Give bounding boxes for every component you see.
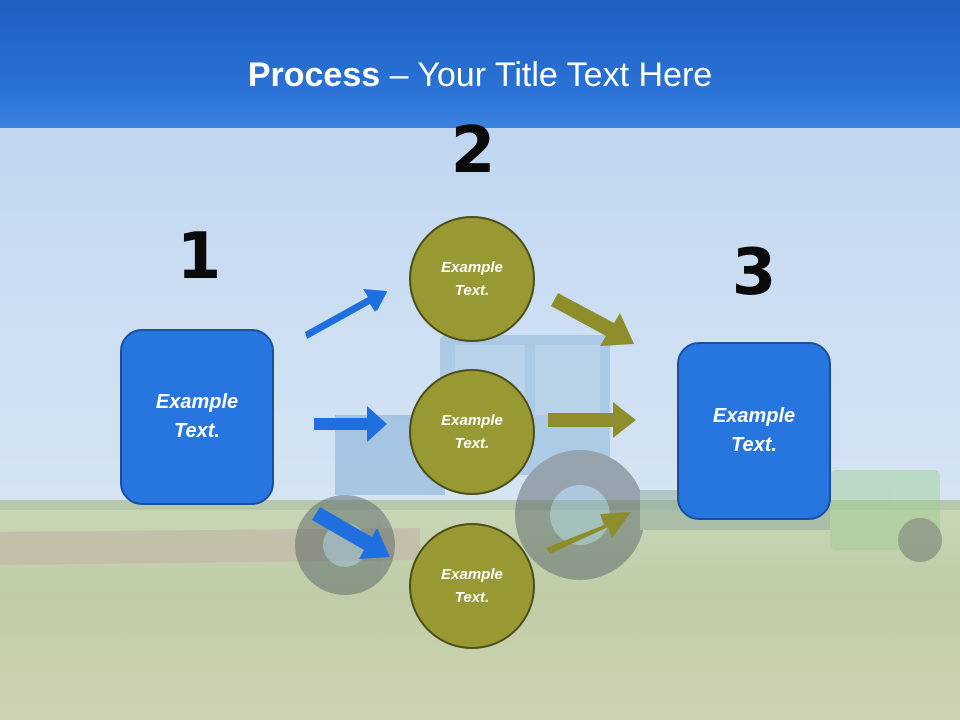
arrow-right: [314, 406, 387, 442]
step-3-text: Example Text.: [712, 405, 796, 456]
step-2-circle-bottom: Example Text.: [409, 523, 535, 649]
step-2-circle-middle: Example Text.: [409, 369, 535, 495]
step-3-box: Example Text.: [677, 342, 831, 520]
blue-arrows: [305, 289, 390, 559]
arrow-olive-right: [548, 402, 636, 438]
step-number-3: 3: [731, 236, 777, 310]
circle-top-text: Example Text.: [441, 259, 503, 299]
circle-bottom-text: Example Text.: [441, 566, 503, 606]
step-2-circle-top: Example Text.: [409, 216, 535, 342]
arrow-olive-up-right: [546, 512, 631, 554]
step-number-1: 1: [176, 220, 222, 294]
olive-arrows: [546, 293, 636, 554]
title-bold: Process: [247, 56, 381, 94]
arrow-down-right: [312, 507, 390, 559]
title-rest: – Your Title Text Here: [380, 56, 713, 94]
step-1-text: Example Text.: [155, 391, 239, 442]
circle-middle-text: Example Text.: [441, 412, 503, 452]
arrow-up-right-body: [305, 289, 387, 339]
step-number-2: 2: [450, 114, 496, 188]
slide-title: Process – Your Title Text Here: [0, 55, 960, 95]
arrow-olive-down-right: [551, 293, 634, 346]
step-1-box: Example Text.: [120, 329, 274, 505]
title-bar: [0, 0, 960, 128]
